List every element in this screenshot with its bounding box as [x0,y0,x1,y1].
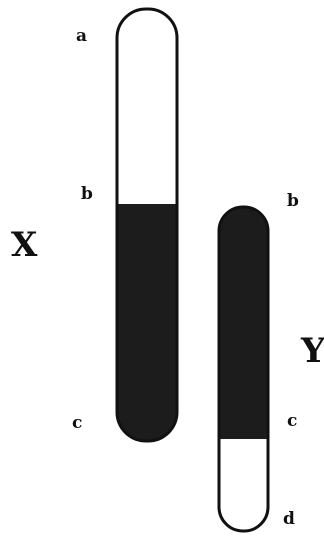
chromosome-x-name: X [11,228,37,262]
y-label-b: b [287,193,299,210]
chromosome-y [219,207,268,531]
chromosome-y-name: Y [301,334,324,368]
x-label-b: b [81,186,93,203]
chromosome-x-light-arm [117,9,177,204]
x-label-c: c [72,415,82,432]
x-label-a: a [76,28,87,45]
y-label-d: d [283,511,295,528]
chromosome-x [117,9,177,441]
chromosome-x-dark-arm [117,204,177,441]
chromosome-y-light-arm [219,439,268,531]
chromosome-y-dark-arm [219,207,268,439]
y-label-c: c [287,413,297,430]
